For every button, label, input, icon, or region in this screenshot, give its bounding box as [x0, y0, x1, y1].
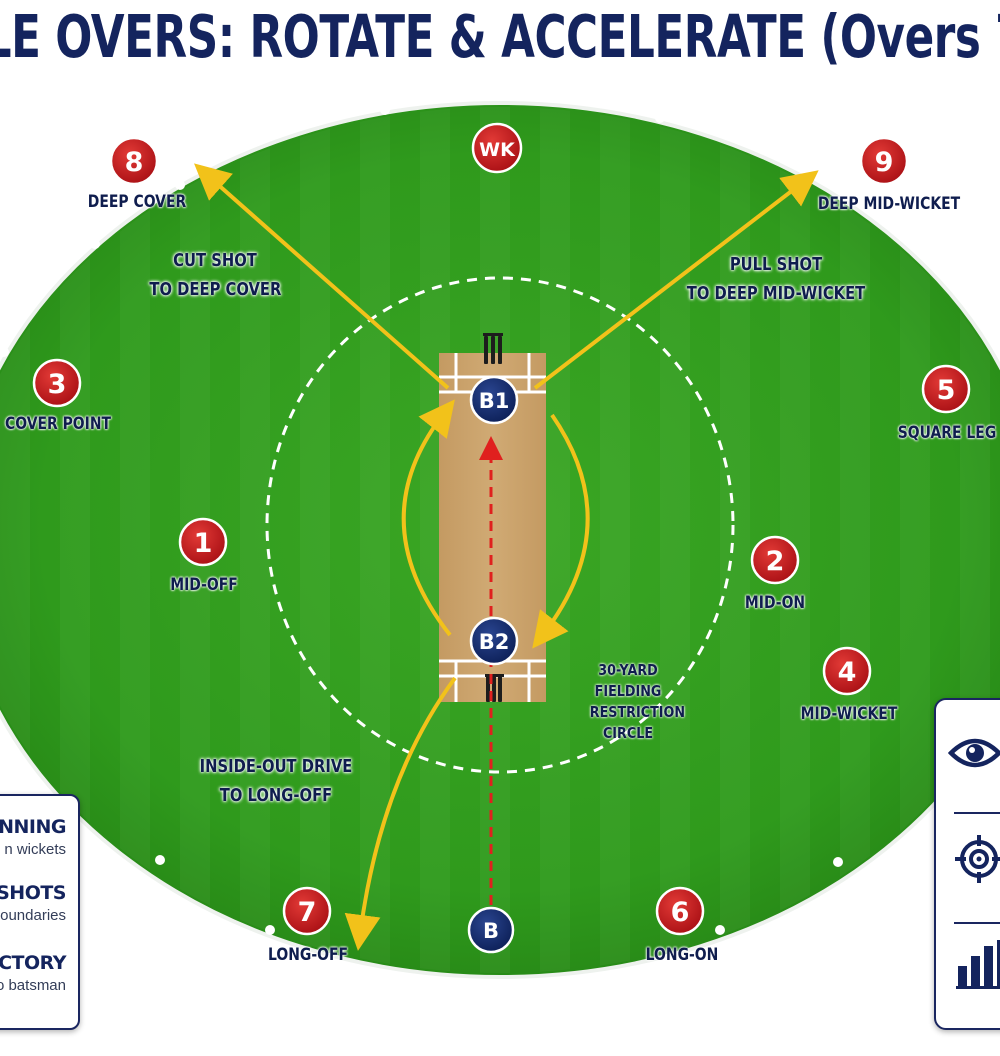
- legend-item-sub: o batsman: [0, 977, 66, 994]
- shot-label-pull-line2: TO DEEP MID-WICKET: [686, 283, 866, 304]
- shot-label-pull-line1: PULL SHOT: [729, 254, 823, 275]
- fielder-6: 6: [655, 886, 705, 936]
- target-icon: [955, 835, 1000, 883]
- icon-panel-separator: [954, 812, 1000, 814]
- legend-item-sub: n wickets: [4, 841, 66, 858]
- batsman-b1: B1: [469, 375, 519, 425]
- shot-label-cut-line1: CUT SHOT: [173, 250, 257, 271]
- shot-arrow-drive: [344, 676, 457, 951]
- fielder-9: 9: [859, 136, 909, 186]
- legend-item-sub: oundaries: [0, 907, 66, 924]
- legend-item-heading: UNNING: [0, 816, 66, 838]
- thirty-yard-circle: [265, 276, 735, 774]
- fielder-8-number: 8: [125, 147, 144, 178]
- shot-label-drive-line1: INSIDE-OUT DRIVE: [199, 756, 353, 777]
- shot-label-pull: PULL SHOT TO DEEP MID-WICKET: [666, 250, 886, 308]
- fielder-9-number: 9: [875, 147, 894, 178]
- fielder-wk-label: WK: [479, 139, 516, 161]
- fielder-2: 2: [750, 535, 800, 585]
- legend-item-heading: SHOTS: [0, 882, 66, 904]
- bar-chart-icon: [956, 940, 1000, 989]
- fielder-4: 4: [822, 646, 872, 696]
- legend-item-heading: CTORY: [0, 952, 67, 974]
- bowler-b: B: [467, 906, 515, 954]
- eye-icon: [948, 738, 1000, 768]
- fielder-1: 1: [178, 517, 228, 567]
- fielder-2-number: 2: [766, 546, 785, 577]
- legend-item-shots: SHOTS oundaries: [0, 882, 66, 924]
- fielder-7: 7: [282, 886, 332, 936]
- legend-item-strategy: CTORY o batsman: [0, 952, 67, 994]
- shot-label-cut: CUT SHOT TO DEEP COVER: [135, 246, 295, 304]
- fielder-wk: WK: [471, 122, 523, 174]
- fielder-5: 5: [921, 364, 971, 414]
- run-arc-right: [532, 413, 590, 649]
- fielder-4-number: 4: [838, 657, 857, 688]
- pos-label-deep-cover: DEEP COVER: [87, 192, 187, 212]
- pos-label-long-on: LONG-ON: [645, 945, 719, 965]
- title-text: DLE OVERS: ROTATE & ACCELERATE (Overs 7: [0, 4, 1000, 71]
- fielder-7-number: 7: [298, 897, 317, 928]
- circle-label-line3: RESTRICTION: [589, 703, 686, 721]
- icon-panel: [934, 698, 1000, 1030]
- stumps-bottom: [485, 674, 504, 702]
- batsman-b2-label: B2: [479, 630, 510, 654]
- circle-label-line1: 30-YARD: [598, 661, 658, 679]
- pos-label-cover-point: COVER POINT: [4, 414, 112, 434]
- pos-label-long-off: LONG-OFF: [267, 945, 349, 965]
- circle-label-line2: FIELDING: [594, 682, 662, 700]
- circle-label: 30-YARD FIELDING RESTRICTION CIRCLE: [583, 660, 686, 744]
- bowler-b-label: B: [483, 919, 499, 943]
- shot-label-cut-line2: TO DEEP COVER: [149, 279, 282, 300]
- fielder-5-number: 5: [937, 375, 956, 406]
- pos-label-mid-off: MID-OFF: [170, 575, 238, 595]
- batsman-b2: B2: [469, 616, 519, 666]
- fielder-3-number: 3: [48, 369, 67, 400]
- run-arc-left: [401, 399, 455, 637]
- shot-arrow-cut: [194, 163, 450, 390]
- fielder-3: 3: [32, 358, 82, 408]
- shot-label-drive: INSIDE-OUT DRIVE TO LONG-OFF: [176, 752, 376, 810]
- icon-panel-separator: [954, 922, 1000, 924]
- fielder-1-number: 1: [194, 528, 213, 559]
- pos-label-deep-mid-wicket: DEEP MID-WICKET: [817, 194, 961, 214]
- circle-label-line4: CIRCLE: [602, 724, 654, 742]
- pos-label-square-leg: SQUARE LEG: [897, 423, 997, 443]
- stumps-top: [483, 333, 503, 364]
- fielder-8: 8: [109, 136, 159, 186]
- shot-label-drive-line2: TO LONG-OFF: [219, 785, 333, 806]
- page-title: DLE OVERS: ROTATE & ACCELERATE (Overs 7: [0, 4, 1000, 94]
- pos-label-mid-wicket: MID-WICKET: [800, 704, 898, 724]
- shot-arrow-pull: [533, 170, 819, 390]
- legend-panel: UNNING n wickets SHOTS oundaries CTORY o…: [0, 794, 80, 1030]
- batsman-b1-label: B1: [479, 389, 510, 413]
- fielder-6-number: 6: [671, 897, 690, 928]
- pos-label-mid-on: MID-ON: [744, 593, 806, 613]
- boundary-markers: [0, 105, 915, 935]
- legend-item-running: UNNING n wickets: [0, 816, 66, 858]
